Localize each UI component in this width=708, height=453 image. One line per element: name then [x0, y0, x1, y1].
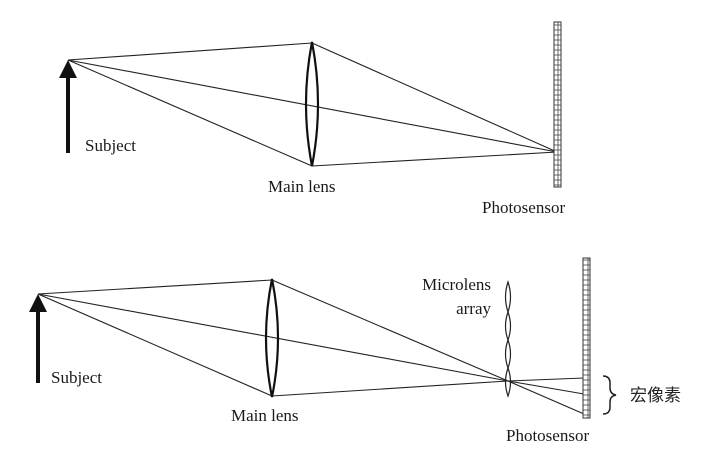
bottom-main-lens — [264, 278, 280, 398]
top-photosensor — [553, 21, 562, 188]
bottom-photosensor — [582, 257, 591, 419]
microlens-array — [504, 280, 512, 398]
bottom-main-lens-label: Main lens — [231, 406, 299, 425]
top-photosensor-label: Photosensor — [482, 198, 565, 217]
bottom-photosensor-label: Photosensor — [506, 426, 589, 445]
top-subject-label: Subject — [85, 136, 136, 155]
bottom-diagram: Subject Main lens Microlens array Photos… — [29, 257, 681, 445]
bottom-subject-arrow — [29, 294, 47, 383]
top-main-lens-label: Main lens — [268, 177, 336, 196]
macro-pixel-brace — [602, 375, 617, 415]
microlens-label-line2: array — [456, 299, 491, 318]
macro-pixel-label: 宏像素 — [630, 386, 681, 406]
top-diagram: Subject Main lens Photosensor — [59, 21, 565, 217]
top-main-lens — [304, 41, 320, 167]
top-rays — [67, 42, 558, 167]
bottom-subject-label: Subject — [51, 368, 102, 387]
bottom-rays — [37, 279, 585, 415]
microlens-label-line1: Microlens — [422, 275, 491, 294]
top-subject-arrow — [59, 60, 77, 153]
